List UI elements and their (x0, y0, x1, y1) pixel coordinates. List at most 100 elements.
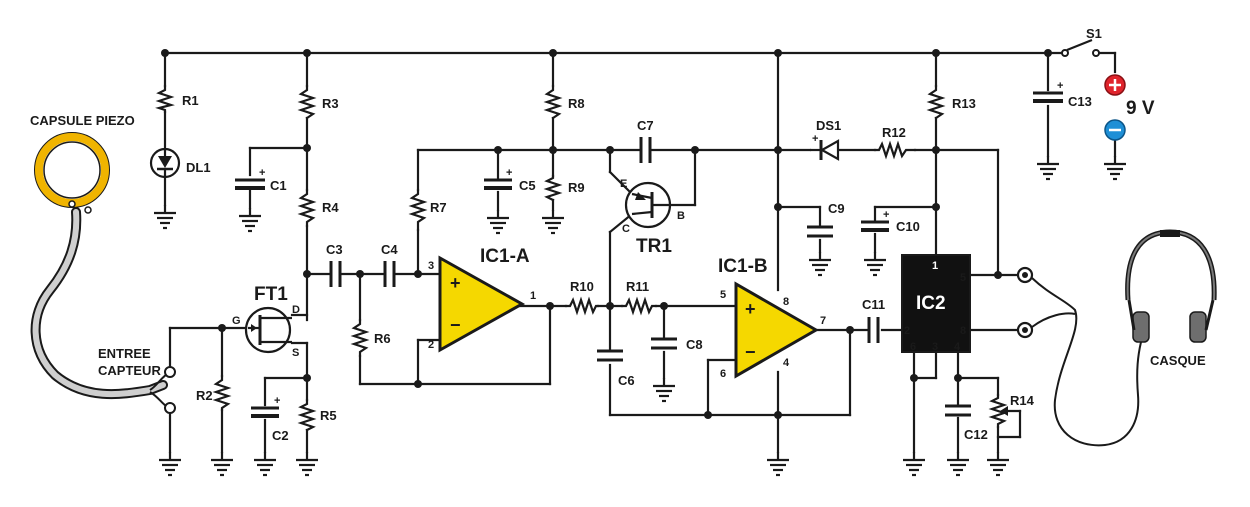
transistor-tr1 (624, 181, 672, 229)
svg-text:3: 3 (932, 341, 938, 353)
label-tr1: TR1 (636, 236, 672, 257)
label-c10: C10 (896, 219, 920, 234)
label-dl1: DL1 (186, 160, 211, 175)
svg-text:E: E (620, 178, 627, 190)
component-labels: R1 R3 R4 DL1 C1 R7 C5 R8 R9 C7 DS1 R12 R… (182, 26, 1102, 443)
opamp-ic1b: + − (734, 281, 820, 379)
label-r12: R12 (882, 125, 906, 140)
svg-text:+: + (745, 299, 756, 319)
opamp-ic1a: + − (438, 255, 526, 353)
resistor-r13 (926, 84, 946, 120)
svg-text:D: D (292, 304, 300, 316)
headphones-casque (1016, 229, 1217, 447)
resistor-r6 (350, 318, 370, 358)
resistor-r8 (543, 84, 563, 120)
label-c4: C4 (381, 242, 398, 257)
pin-labels: G D S E B C 3 2 1 5 6 8 4 7 2 6 3 4 5 8 … (232, 178, 966, 380)
svg-text:7: 7 (820, 315, 826, 327)
label-r9: R9 (568, 180, 585, 195)
svg-text:3: 3 (428, 260, 434, 272)
label-c1: C1 (270, 178, 287, 193)
label-r7: R7 (430, 200, 447, 215)
svg-text:5: 5 (720, 289, 726, 301)
piezo-capsule (30, 132, 176, 414)
diode-dl1 (149, 147, 181, 179)
svg-text:+: + (883, 209, 889, 221)
resistor-r12 (873, 140, 917, 160)
label-r6: R6 (374, 331, 391, 346)
fet-ft1 (244, 306, 292, 354)
svg-text:6: 6 (720, 368, 726, 380)
label-r13: R13 (952, 96, 976, 111)
svg-text:1: 1 (932, 260, 938, 272)
label-r8: R8 (568, 96, 585, 111)
label-ic2: IC2 (916, 293, 946, 314)
resistor-r11 (620, 296, 658, 316)
svg-text:G: G (232, 315, 241, 327)
svg-text:1: 1 (530, 290, 536, 302)
label-r10: R10 (570, 279, 594, 294)
junctions (161, 49, 1052, 419)
svg-text:−: − (450, 315, 461, 335)
label-r11: R11 (626, 279, 649, 294)
label-r3: R3 (322, 96, 339, 111)
label-c2: C2 (272, 428, 289, 443)
label-c9: C9 (828, 201, 845, 216)
label-capteur: CAPTEUR (98, 363, 161, 378)
svg-text:C: C (622, 223, 630, 235)
capacitors (235, 91, 1063, 418)
label-c11: C11 (862, 297, 885, 312)
label-entree: ENTREE (98, 346, 151, 361)
label-ic1b: IC1-B (718, 256, 768, 277)
resistor-r7 (408, 188, 428, 232)
svg-text:8: 8 (783, 296, 789, 308)
label-c5: C5 (519, 178, 536, 193)
svg-text:+: + (274, 395, 280, 407)
label-c7: C7 (637, 118, 654, 133)
label-r14: R14 (1010, 393, 1035, 408)
resistor-r2 (212, 374, 232, 412)
resistor-r1 (155, 84, 175, 114)
label-r4: R4 (322, 200, 339, 215)
svg-text:−: − (745, 342, 756, 362)
polarity-marks: + + + + + (259, 80, 1063, 407)
battery-minus-terminal (1104, 119, 1126, 141)
label-r5: R5 (320, 408, 337, 423)
resistor-r5 (297, 398, 317, 432)
svg-text:4: 4 (954, 341, 961, 353)
svg-text:2: 2 (428, 339, 434, 351)
svg-text:6: 6 (910, 341, 916, 353)
svg-text:5: 5 (960, 272, 966, 284)
svg-text:+: + (812, 133, 818, 145)
label-c8: C8 (686, 337, 703, 352)
potentiometer-arrow (1000, 406, 1008, 416)
svg-text:+: + (506, 167, 512, 179)
svg-text:+: + (450, 273, 461, 293)
label-c6: C6 (618, 373, 635, 388)
resistor-r4 (297, 188, 317, 228)
main-labels: CAPSULE PIEZO ENTREE CAPTEUR CASQUE 9 V … (30, 98, 1206, 378)
label-ft1: FT1 (254, 284, 288, 305)
label-c13: C13 (1068, 94, 1092, 109)
label-capsule-piezo: CAPSULE PIEZO (30, 113, 135, 128)
label-ic1a: IC1-A (480, 246, 530, 267)
svg-text:S: S (292, 347, 299, 359)
resistors (155, 84, 1008, 432)
svg-text:8: 8 (960, 325, 966, 337)
svg-text:+: + (1057, 80, 1063, 92)
diode-ds1: + (810, 133, 840, 161)
ic2-chip (901, 254, 971, 353)
label-s1: S1 (1086, 26, 1102, 41)
label-c12: C12 (964, 427, 988, 442)
resistor-r10 (564, 296, 600, 316)
switch-s1 (1061, 38, 1100, 57)
label-voltage: 9 V (1126, 98, 1155, 119)
battery-plus-terminal (1104, 74, 1126, 96)
svg-text:B: B (677, 210, 685, 222)
svg-text:2: 2 (904, 325, 910, 337)
resistor-r14 (988, 393, 1008, 429)
label-r1: R1 (182, 93, 199, 108)
resistor-r3 (297, 84, 317, 120)
